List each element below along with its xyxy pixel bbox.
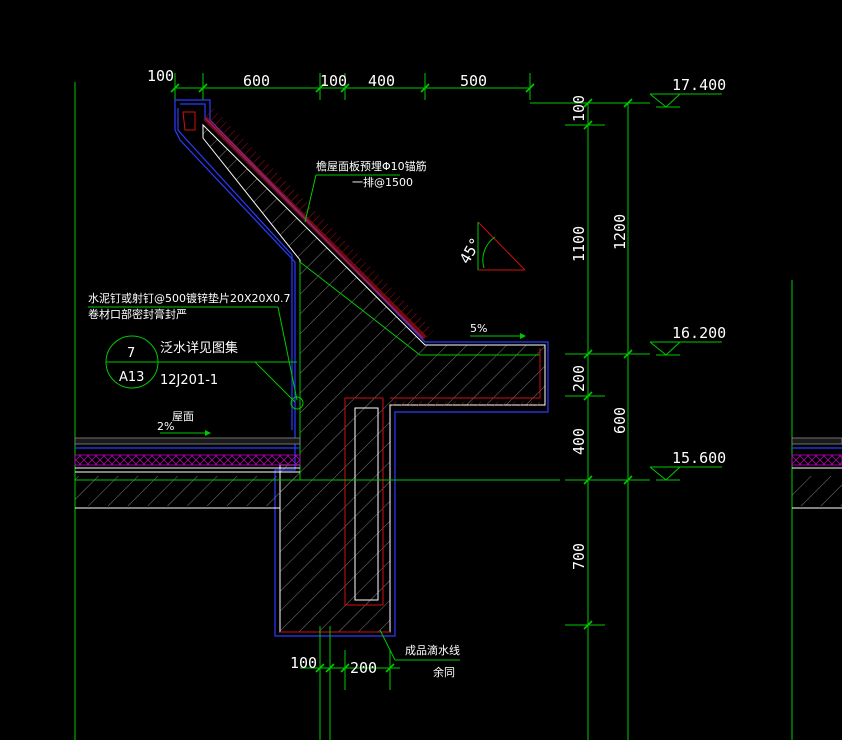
detail-note: 泛水详见图集: [160, 340, 238, 356]
roof-plate-line1: 檐屋面板预埋Φ10锚筋: [316, 159, 427, 173]
dim-right-inner-1: 1100: [570, 226, 588, 262]
detail-number: 7: [127, 346, 135, 361]
detail-atlas: 12J201-1: [160, 373, 218, 388]
detail-reference: 7 A13 泛水详见图集 12J201-1: [105, 335, 304, 410]
dim-bottom-1: 200: [350, 659, 377, 677]
detail-sheet: A13: [119, 370, 144, 385]
roof-plate-line2: 一排@1500: [352, 175, 413, 189]
top-dimension-chain: 100 600 100 400 500: [147, 67, 535, 100]
nail-line1: 水泥钉或射钉@500镀锌垫片20X20X0.7: [88, 291, 291, 305]
level-marker-1: 17.400: [649, 76, 726, 108]
roof-surface-label: 屋面: [172, 410, 194, 423]
dim-bottom-0: 100: [290, 654, 317, 672]
dim-top-3: 400: [368, 72, 395, 90]
dim-top-1: 600: [243, 72, 270, 90]
dim-top-0: 100: [147, 67, 174, 85]
drip-line1: 成品滴水线: [405, 643, 460, 657]
dim-right-inner-4: 700: [570, 543, 588, 570]
level-1-text: 17.400: [672, 76, 726, 94]
slope-arrow-left: 2% 屋面: [157, 410, 211, 436]
bottom-dimension-chain: 100 200: [290, 626, 400, 740]
dim-right-inner-0: 100: [570, 95, 588, 122]
dim-right-inner-3: 400: [570, 428, 588, 455]
level-marker-2: 16.200: [649, 324, 726, 356]
roof-plate-annotation: 檐屋面板预埋Φ10锚筋 一排@1500: [304, 159, 427, 223]
dim-right-inner-2: 200: [570, 365, 588, 392]
level-3-text: 15.600: [672, 449, 726, 467]
slope-left-text: 2%: [157, 420, 174, 433]
nail-line2: 卷材口部密封膏封严: [88, 307, 187, 321]
slope-arrow-right: 5%: [470, 322, 526, 339]
dim-right-outer-0: 1200: [611, 214, 629, 250]
level-2-text: 16.200: [672, 324, 726, 342]
angle-text: 45°: [456, 235, 485, 267]
angle-45-marker: 45°: [456, 221, 526, 271]
dim-right-outer-1: 600: [611, 407, 629, 434]
level-marker-3: 15.600: [649, 449, 726, 481]
drip-line2: 余同: [433, 665, 455, 679]
dim-top-2: 100: [320, 72, 347, 90]
right-slab-stub: [791, 437, 842, 509]
slope-right-text: 5%: [470, 322, 487, 335]
dim-top-4: 500: [460, 72, 487, 90]
right-dimension-chain: 100 1100 200 400 700 1200 600: [530, 95, 650, 740]
nail-annotation: 水泥钉或射钉@500镀锌垫片20X20X0.7 卷材口部密封膏封严: [88, 291, 298, 401]
roof-slab: [74, 437, 560, 509]
drip-annotation: 成品滴水线 余同: [379, 629, 460, 679]
